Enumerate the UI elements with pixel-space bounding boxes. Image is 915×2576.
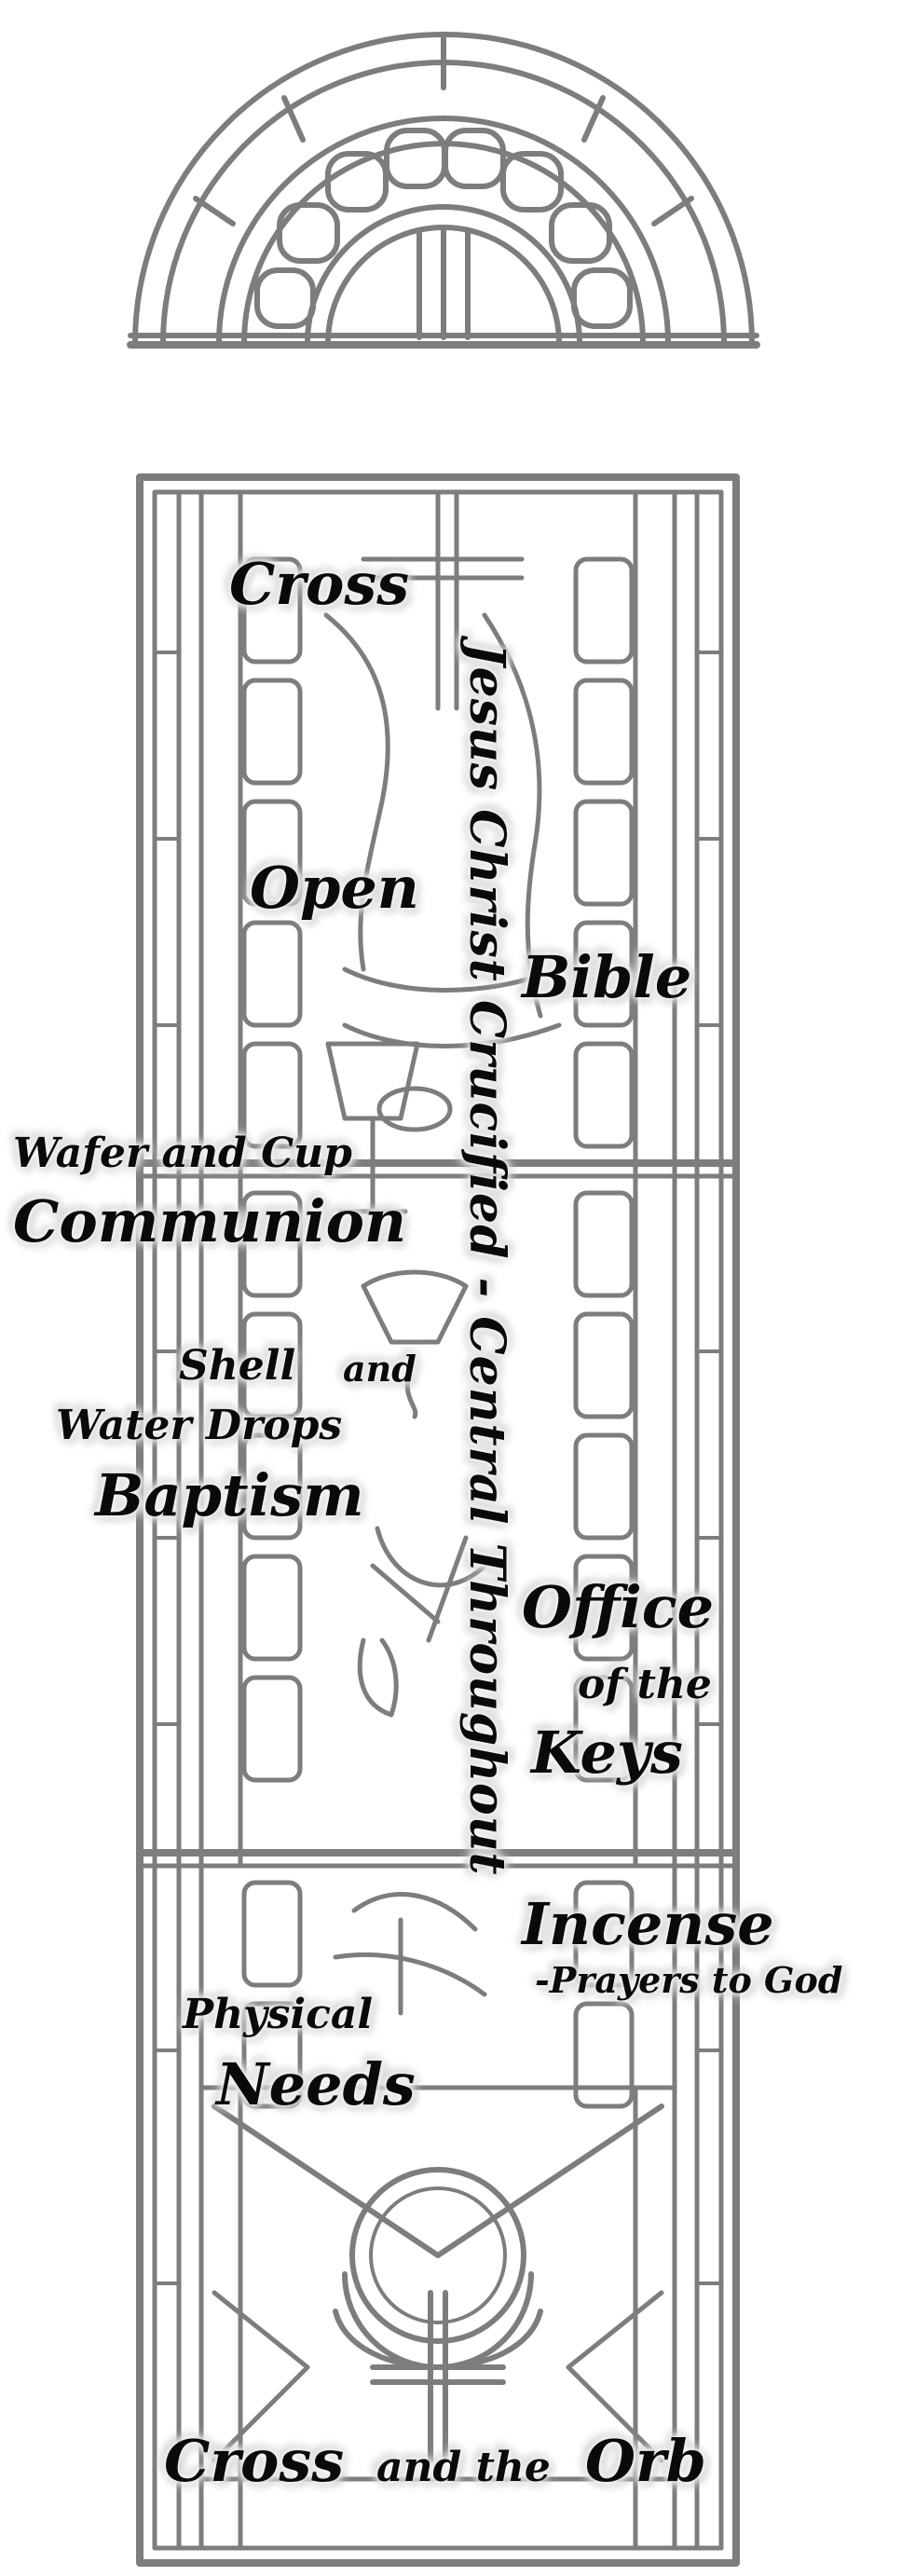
label-wafer-and-cup: Wafer and Cup [13, 1133, 352, 1174]
label-prayers-to-god: -Prayers to God [535, 1963, 842, 1998]
label-baptism: Baptism [95, 1467, 364, 1525]
label-office: Office [522, 1579, 714, 1637]
label-orb-cross: Cross [164, 2432, 344, 2490]
label-orb: Orb [585, 2432, 706, 2490]
label-water-drops: Water Drops [56, 1405, 342, 1446]
label-of-the: of the [578, 1665, 712, 1706]
label-cross: Cross [229, 555, 409, 613]
label-open: Open [250, 859, 419, 917]
label-needs: Needs [216, 2056, 416, 2114]
label-orb-and-the: and the [376, 2447, 551, 2488]
label-bible: Bible [522, 949, 691, 1007]
label-keys: Keys [531, 1724, 683, 1782]
label-physical: Physical [183, 1994, 373, 2035]
label-shell: Shell [179, 1346, 295, 1387]
label-vertical-central-theme: Jesus Christ Crucified - Central Through… [462, 643, 511, 1876]
label-incense: Incense [522, 1896, 774, 1953]
label-communion: Communion [13, 1193, 406, 1251]
label-shell-and: and [343, 1351, 417, 1387]
